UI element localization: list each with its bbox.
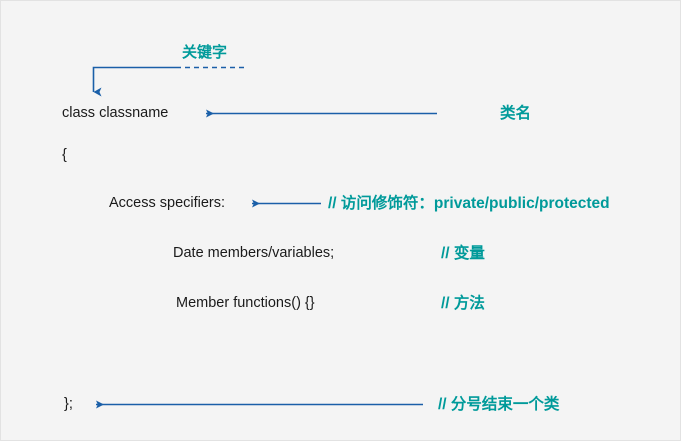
annotation-access-specifiers: // 访问修饰符：private/public/protected	[328, 195, 610, 212]
keyword-connector	[92, 66, 244, 97]
code-line-data-members: Date members/variables;	[173, 245, 335, 261]
annotation-method: // 方法	[441, 295, 485, 312]
annotation-classname: 类名	[500, 105, 532, 122]
code-line-member-functions: Member functions() {}	[176, 295, 315, 311]
code-line-open-brace: {	[62, 147, 67, 163]
code-line-close-brace: };	[64, 396, 73, 412]
annotation-semicolon: // 分号结束一个类	[438, 396, 560, 413]
code-line-access-specifiers: Access specifiers:	[109, 195, 226, 211]
annotation-keyword: 关键字	[182, 44, 228, 61]
annotation-variable: // 变量	[441, 245, 485, 262]
code-line-class-declaration: class classname	[62, 105, 169, 121]
